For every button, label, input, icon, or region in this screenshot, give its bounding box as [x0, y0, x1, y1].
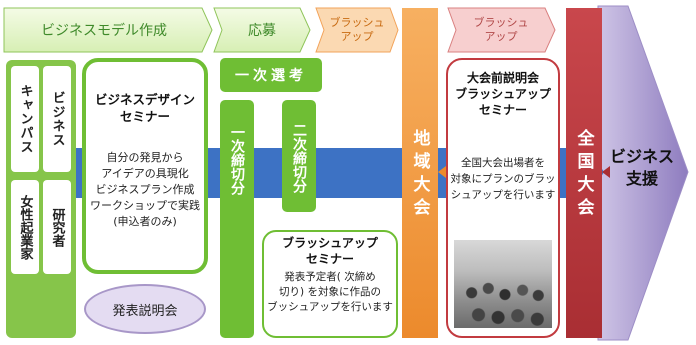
- brushup-seminar-title: ブラッシュアップ セミナー: [282, 236, 378, 266]
- researcher-box: 研究者: [43, 180, 71, 274]
- female-entrepreneur-label: 女性起業家: [17, 194, 33, 260]
- seminar-photo: [454, 240, 552, 328]
- design-seminar-box: ビジネスデザイン セミナー 自分の発見から アイデアの具現化 ビジネスプラン作成…: [82, 58, 208, 274]
- business-label: ビジネス: [49, 91, 65, 147]
- ichiji-shimekiri-pillar: [220, 100, 254, 338]
- business-box: ビジネス: [43, 66, 71, 172]
- national-pillar: [566, 8, 602, 338]
- ribbon-oubo: [213, 7, 311, 53]
- pre-national-seminar-body: 全国大会出場者を 対象にプランのブラッ シュアップを行います: [450, 157, 556, 201]
- presentation-meeting-ellipse: 発表説明会: [84, 284, 206, 334]
- ichiji-senkou-box: [220, 58, 322, 92]
- business-support-label: ビジネス 支援: [609, 147, 674, 189]
- ribbon-business-model-label: ビジネスモデル作成: [41, 23, 167, 39]
- national-label: 全国大会: [573, 129, 594, 221]
- national-arrow-tip: [602, 166, 610, 178]
- design-seminar-body: 自分の発見から アイデアの具現化 ビジネスプラン作成 ワークショップで実践 (申…: [90, 151, 200, 228]
- pre-national-seminar-title: 大会前説明会 ブラッシュアップ セミナー: [455, 71, 551, 118]
- regional-pillar: [402, 8, 438, 338]
- ichiji-shimekiri-label: 一次締切分: [229, 125, 245, 195]
- design-seminar-title: ビジネスデザイン セミナー: [94, 92, 195, 124]
- brushup-seminar-body: 発表予定者( 次締め 切り) を対象に作品の ブッシュアップを行います: [267, 271, 393, 314]
- ribbon-brushup-2: [447, 7, 556, 53]
- regional-label: 地域大会: [409, 129, 430, 221]
- pre-national-seminar-box: 大会前説明会 ブラッシュアップ セミナー 全国大会出場者を 対象にプランのブラッ…: [446, 58, 560, 338]
- ribbon-brushup-2-label: ブラッシュ アップ: [473, 15, 529, 43]
- female-entrepreneur-box: 女性起業家: [11, 180, 39, 274]
- niji-shimekiri-label: 二次締切分: [291, 123, 307, 193]
- campus-label: キャンパス: [17, 84, 33, 154]
- ribbon-oubo-label: 応募: [248, 23, 276, 39]
- ribbon-brushup-1-label: ブラッシュ アップ: [329, 15, 385, 43]
- brushup-seminar-box: ブラッシュアップ セミナー 発表予定者( 次締め 切り) を対象に作品の ブッシ…: [262, 230, 398, 338]
- researcher-label: 研究者: [49, 207, 65, 247]
- regional-arrow-tip: [438, 166, 446, 178]
- ichiji-senkou-label: 一次選考: [235, 68, 307, 84]
- ribbon-brushup-1: [315, 7, 399, 53]
- campus-box: キャンパス: [11, 66, 39, 172]
- niji-shimekiri-pillar: [282, 100, 316, 212]
- ribbon-business-model: [3, 7, 213, 53]
